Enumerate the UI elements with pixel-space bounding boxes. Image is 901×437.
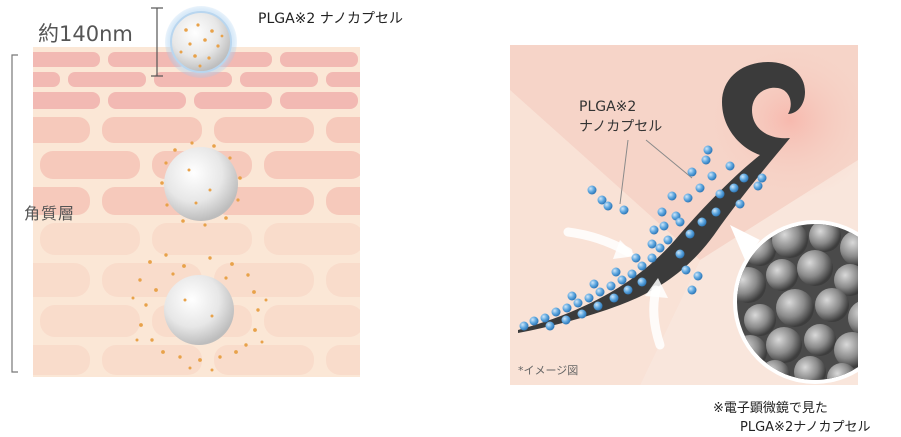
image-note: *イメージ図 <box>518 362 578 378</box>
stratum-corneum-label: 角質層 <box>24 200 75 224</box>
sem-caption-line2: PLGA※2ナノカプセル <box>740 416 871 435</box>
nanocapsule-label-right-line2: ナノカプセル <box>579 117 662 137</box>
nanocapsule-surface <box>165 6 237 78</box>
nanocapsule-label-left: PLGA※2 ナノカプセル <box>258 8 403 28</box>
sem-caption-line1: ※電子顕微鏡で見た <box>713 397 828 416</box>
stratum-bracket <box>12 55 18 372</box>
size-label: 約140nm <box>38 18 133 48</box>
nanocapsule-label-right-line1: PLGA※2 <box>579 97 662 117</box>
nanocapsule-label-right: PLGA※2 ナノカプセル <box>579 97 662 137</box>
